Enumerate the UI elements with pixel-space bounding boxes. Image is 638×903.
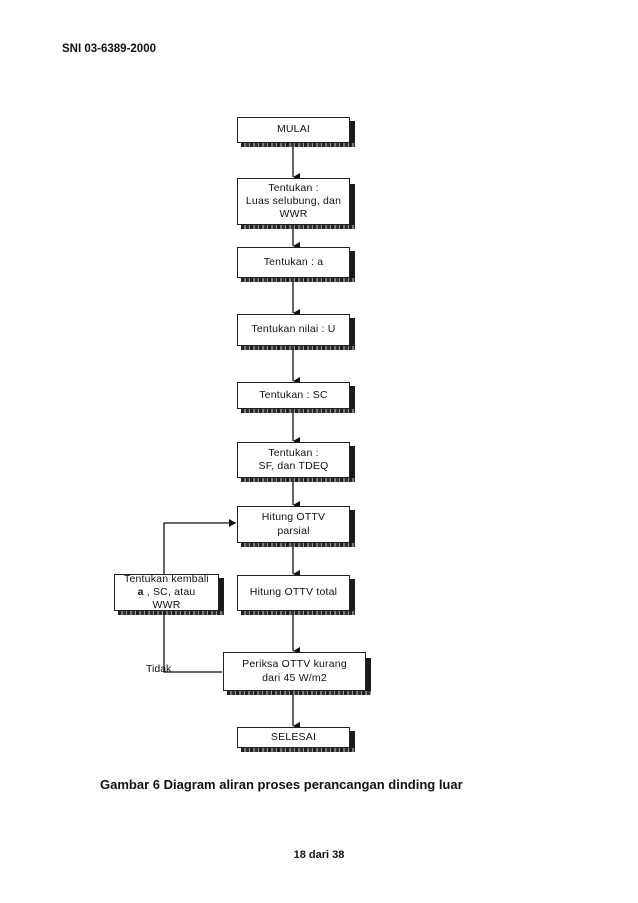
- side-line1: Tentukan kembali: [124, 572, 209, 585]
- side-box-redefine: Tentukan kembali a , SC, atau WWR: [114, 572, 219, 612]
- step-box-sf-tdeq: Tentukan : SF, dan TDEQ: [237, 442, 350, 478]
- start-label: MULAI: [276, 123, 311, 136]
- step-box-sc: Tentukan : SC: [237, 382, 350, 409]
- step4-label: Tentukan : SC: [259, 388, 328, 401]
- no-branch-label: Tidak: [146, 663, 172, 675]
- decision-line1: Periksa OTTV kurang: [242, 658, 347, 671]
- end-box: SELESAI: [237, 727, 350, 748]
- step-box-a: Tentukan : a: [237, 247, 350, 278]
- step1-line1: Tentukan :: [268, 181, 319, 194]
- step-box-ottv-partial: Hitung OTTV parsial: [237, 506, 350, 543]
- step-box-area-wwr: Tentukan : Luas selubung, dan WWR: [237, 178, 350, 225]
- step5-line1: Tentukan :: [268, 446, 319, 459]
- side-line2-rest: , SC, atau: [143, 585, 196, 598]
- side-line3: WWR: [152, 599, 181, 612]
- page-number: 18 dari 38: [293, 849, 345, 861]
- step-box-ottv-total: Hitung OTTV total: [237, 575, 350, 611]
- step-box-u: Tentukan nilai : U: [237, 314, 350, 346]
- step1-line2: Luas selubung, dan: [245, 194, 342, 207]
- start-box: MULAI: [237, 117, 350, 143]
- decision-box-check-ottv: Periksa OTTV kurang dari 45 W/m2: [223, 652, 366, 691]
- step6-line2: parsial: [277, 524, 310, 537]
- step1-line3: WWR: [279, 208, 308, 221]
- step6-line1: Hitung OTTV: [261, 511, 326, 524]
- figure-caption: Gambar 6 Diagram aliran proses perancang…: [100, 777, 463, 792]
- step3-label: Tentukan nilai : U: [251, 323, 336, 336]
- arrow-decision-to-side: [163, 607, 222, 673]
- step5-line2: SF, dan TDEQ: [258, 460, 329, 472]
- side-bold-a: a: [137, 585, 144, 598]
- document-id: SNI 03-6389-2000: [62, 43, 156, 55]
- step7-label: Hitung OTTV total: [249, 586, 338, 599]
- end-label: SELESAI: [270, 730, 317, 743]
- arrow-side-to-step6: [163, 519, 236, 574]
- decision-line2: dari 45 W/m2: [262, 671, 327, 684]
- step2-label: Tentukan : a: [263, 255, 324, 268]
- side-line2: a , SC, atau: [138, 586, 196, 599]
